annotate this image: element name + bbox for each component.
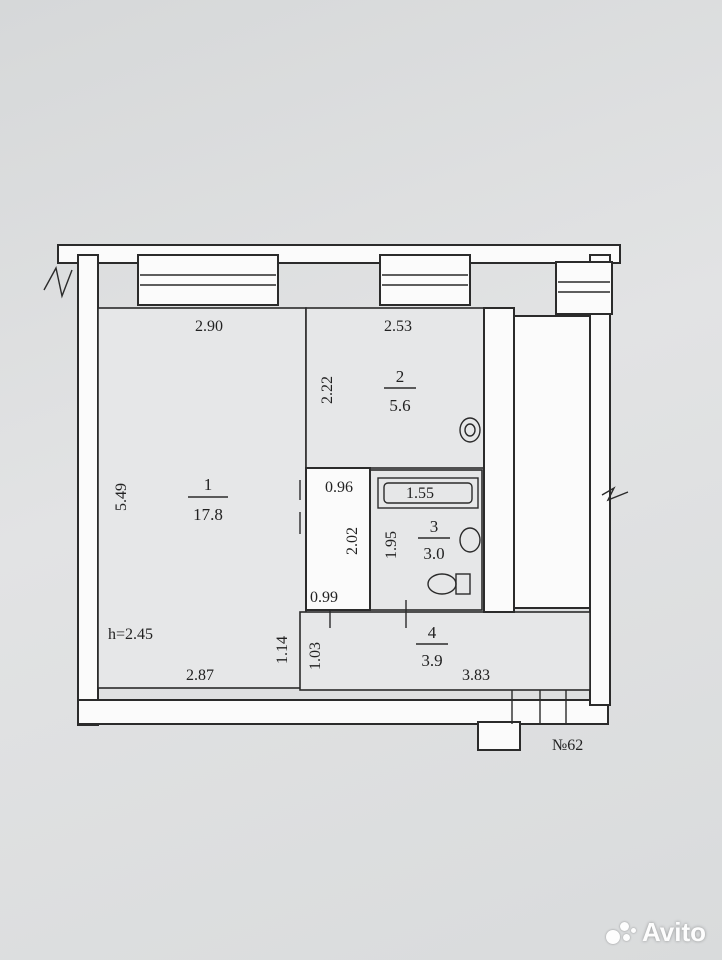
dim-1-03: 1.03 [307,642,324,670]
dim-0-99: 0.99 [310,589,338,606]
avito-logo-icon [605,921,636,944]
room-1-number: 1 [204,475,213,494]
room-2-area: 5.6 [389,396,410,415]
apartment-number: №62 [552,737,583,754]
dim-2-87: 2.87 [186,667,214,684]
dim-3-83: 3.83 [462,667,490,684]
dim-5-49: 5.49 [113,483,130,511]
room-1 [97,307,307,689]
room-3-area: 3.0 [423,544,444,563]
dim-1-14: 1.14 [274,636,291,664]
dimension-labels: 2.90 2.53 2.22 5.49 0.96 1.55 2.02 1.95 … [108,318,583,754]
dim-1-95: 1.95 [383,531,400,559]
room-3 [369,469,483,611]
dim-2-22: 2.22 [319,376,336,404]
avito-watermark: Avito [605,917,706,948]
dim-0-96: 0.96 [325,479,353,496]
rooms [97,307,591,691]
bathtub-icon [377,477,479,509]
dim-2-53: 2.53 [384,318,412,335]
room-4 [299,611,591,691]
room-4-area: 3.9 [421,651,442,670]
room-4-number: 4 [428,623,437,642]
dim-1-55: 1.55 [406,485,434,502]
sink-icon [459,417,481,443]
room-labels: 1 17.8 2 5.6 3 3.0 4 3.9 [188,367,450,670]
avito-brand-text: Avito [641,917,706,947]
fixtures [299,417,481,628]
ceiling-height: h=2.45 [108,626,153,643]
room-3-number: 3 [430,517,439,536]
bath-sink-icon [459,527,481,553]
room-1-area: 17.8 [193,505,223,524]
room-2-number: 2 [396,367,405,386]
dim-2-02: 2.02 [344,527,361,555]
dim-2-90: 2.90 [195,318,223,335]
